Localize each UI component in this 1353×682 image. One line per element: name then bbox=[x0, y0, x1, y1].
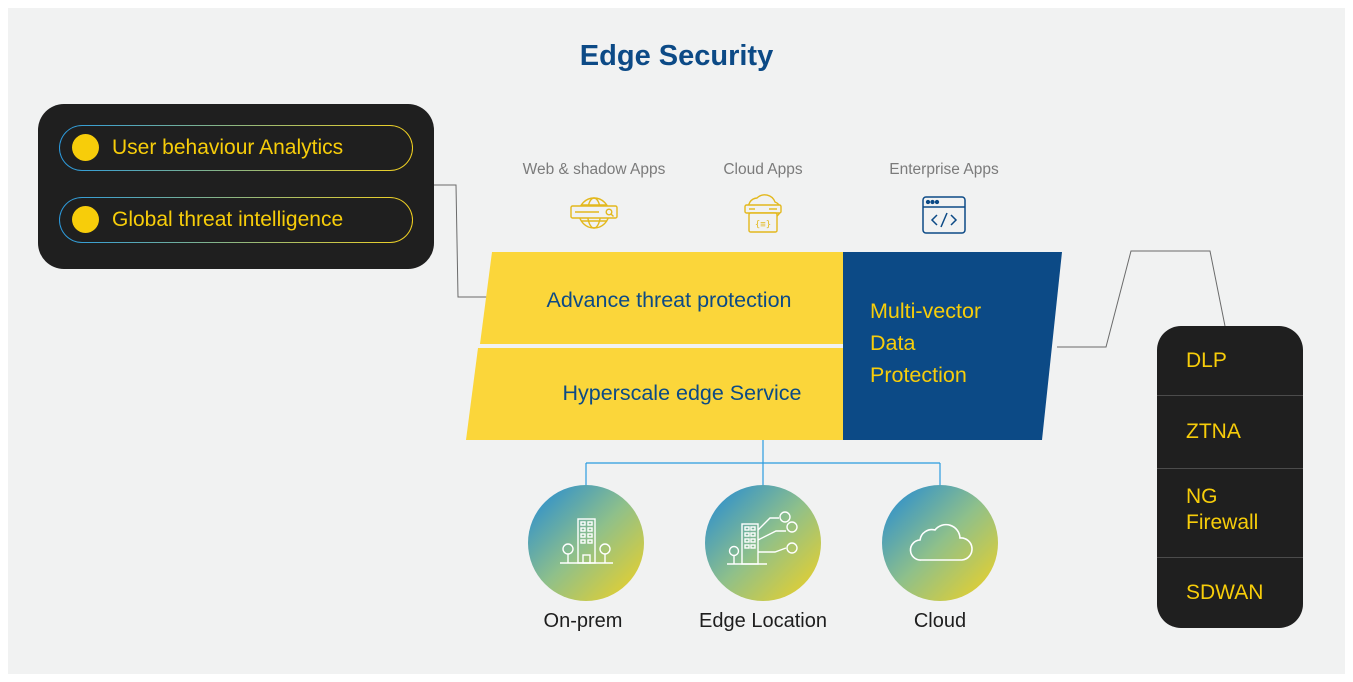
bullet-dot-icon bbox=[72, 134, 99, 161]
divider bbox=[1157, 557, 1303, 558]
pill-user-behaviour-analytics: User behaviour Analytics bbox=[59, 125, 413, 171]
location-label-on-prem: On-prem bbox=[543, 610, 623, 632]
multi-vector-line-1: Multi-vector bbox=[870, 299, 981, 323]
security-services-panel: DLP ZTNA NG Firewall SDWAN bbox=[1157, 326, 1303, 628]
location-connectors bbox=[585, 440, 941, 485]
advance-threat-panel bbox=[480, 252, 843, 344]
divider bbox=[1157, 395, 1303, 396]
multi-vector-line-3: Protection bbox=[870, 363, 967, 387]
hyperscale-label: Hyperscale edge Service bbox=[562, 381, 801, 405]
multi-vector-line-2: Data bbox=[870, 331, 915, 355]
service-ztna: ZTNA bbox=[1186, 420, 1241, 443]
service-sdwan: SDWAN bbox=[1186, 581, 1264, 604]
service-ng-label: NG bbox=[1186, 485, 1218, 508]
multi-vector-panel bbox=[843, 252, 1062, 440]
cloud-circle bbox=[882, 485, 998, 601]
pill-label: Global threat intelligence bbox=[112, 208, 344, 231]
divider bbox=[1157, 468, 1303, 469]
bullet-dot-icon bbox=[72, 206, 99, 233]
page-title: Edge Security bbox=[579, 40, 774, 72]
analytics-panel: User behaviour Analytics Global threat i… bbox=[38, 104, 434, 269]
left-connector bbox=[434, 184, 488, 298]
pill-label: User behaviour Analytics bbox=[112, 136, 344, 159]
code-window-icon bbox=[922, 196, 966, 234]
building-users-icon bbox=[727, 511, 798, 565]
edge-location-circle bbox=[705, 485, 821, 601]
service-dlp: DLP bbox=[1186, 349, 1227, 372]
globe-icon bbox=[570, 197, 618, 229]
advance-threat-label: Advance threat protection bbox=[546, 288, 791, 312]
location-label-cloud: Cloud bbox=[913, 610, 967, 632]
on-prem-circle bbox=[528, 485, 644, 601]
app-label-enterprise: Enterprise Apps bbox=[889, 161, 999, 178]
pill-global-threat-intelligence: Global threat intelligence bbox=[59, 197, 413, 243]
app-label-cloud: Cloud Apps bbox=[723, 161, 803, 178]
hyperscale-panel bbox=[466, 348, 843, 440]
location-label-edge: Edge Location bbox=[699, 610, 827, 632]
svg-text:{≡}: {≡} bbox=[755, 220, 771, 230]
cloud-app-icon: {≡} bbox=[744, 194, 782, 233]
cloud-icon bbox=[909, 523, 973, 561]
app-label-web-shadow: Web & shadow Apps bbox=[522, 161, 666, 178]
service-firewall-label: Firewall bbox=[1186, 511, 1259, 534]
right-connector bbox=[1057, 250, 1226, 348]
building-icon bbox=[560, 518, 613, 564]
